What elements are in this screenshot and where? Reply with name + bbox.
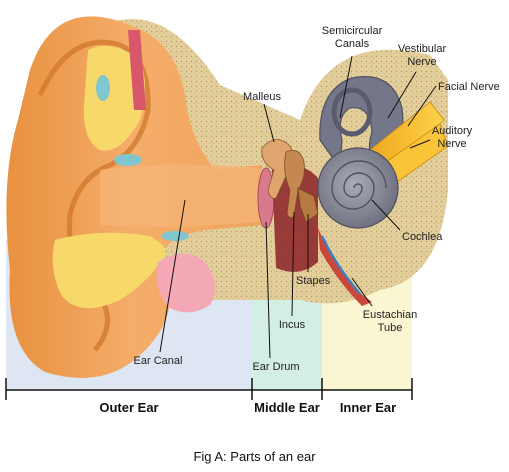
figure-caption: Fig A: Parts of an ear: [193, 449, 316, 464]
leader-ear-canal: [159, 199, 186, 353]
label-ear-drum: Ear Drum: [252, 361, 299, 373]
section-inner-ear: Inner Ear: [340, 400, 396, 415]
cartilage-spot: [96, 75, 110, 101]
ear-canal-tube: [100, 164, 262, 227]
label-stapes: Stapes: [296, 275, 331, 287]
label-auditory-nerve-line2: Nerve: [437, 138, 466, 150]
label-malleus: Malleus: [243, 91, 281, 103]
leader-cochlea: [371, 199, 401, 231]
gland-tissue: [156, 253, 215, 313]
semicircular-canal-loop: [331, 87, 373, 137]
leader-facial-nerve: [407, 85, 437, 127]
label-facial-nerve: Facial Nerve: [438, 81, 500, 93]
label-cochlea: Cochlea: [402, 231, 443, 243]
label-eustachian-tube-line1: Eustachian: [363, 309, 417, 321]
cartilage-upper: [83, 45, 145, 151]
section-outer-ear: Outer Ear: [99, 400, 158, 415]
label-ear-canal: Ear Canal: [134, 355, 183, 367]
blood-vessel: [128, 30, 146, 110]
label-eustachian-tube-line2: Tube: [378, 322, 403, 334]
leader-ear-drum: [265, 221, 271, 359]
eustachian-tube-edge: [320, 235, 361, 295]
cochlea-spiral: [331, 160, 387, 210]
label-incus: Incus: [279, 319, 306, 331]
cartilage-spot: [161, 231, 189, 241]
leader-auditory-nerve: [409, 139, 431, 149]
cartilage-lower: [52, 232, 166, 309]
label-semicircular-canals-line1: Semicircular: [322, 25, 383, 37]
label-vestibular-nerve-line1: Vestibular: [398, 43, 447, 55]
label-vestibular-nerve-line2: Nerve: [407, 56, 436, 68]
leader-incus: [291, 211, 295, 317]
leader-malleus: [263, 103, 275, 143]
leader-vestibular-nerve: [387, 71, 417, 119]
leader-semicircular-canals: [339, 55, 353, 119]
label-auditory-nerve-line1: Auditory: [432, 125, 473, 137]
stapes-bone: [297, 187, 319, 223]
leader-eustachian-tube: [351, 277, 373, 307]
section-middle-ear: Middle Ear: [254, 400, 320, 415]
label-semicircular-canals-line2: Canals: [335, 38, 370, 50]
cartilage-spot: [114, 154, 142, 166]
